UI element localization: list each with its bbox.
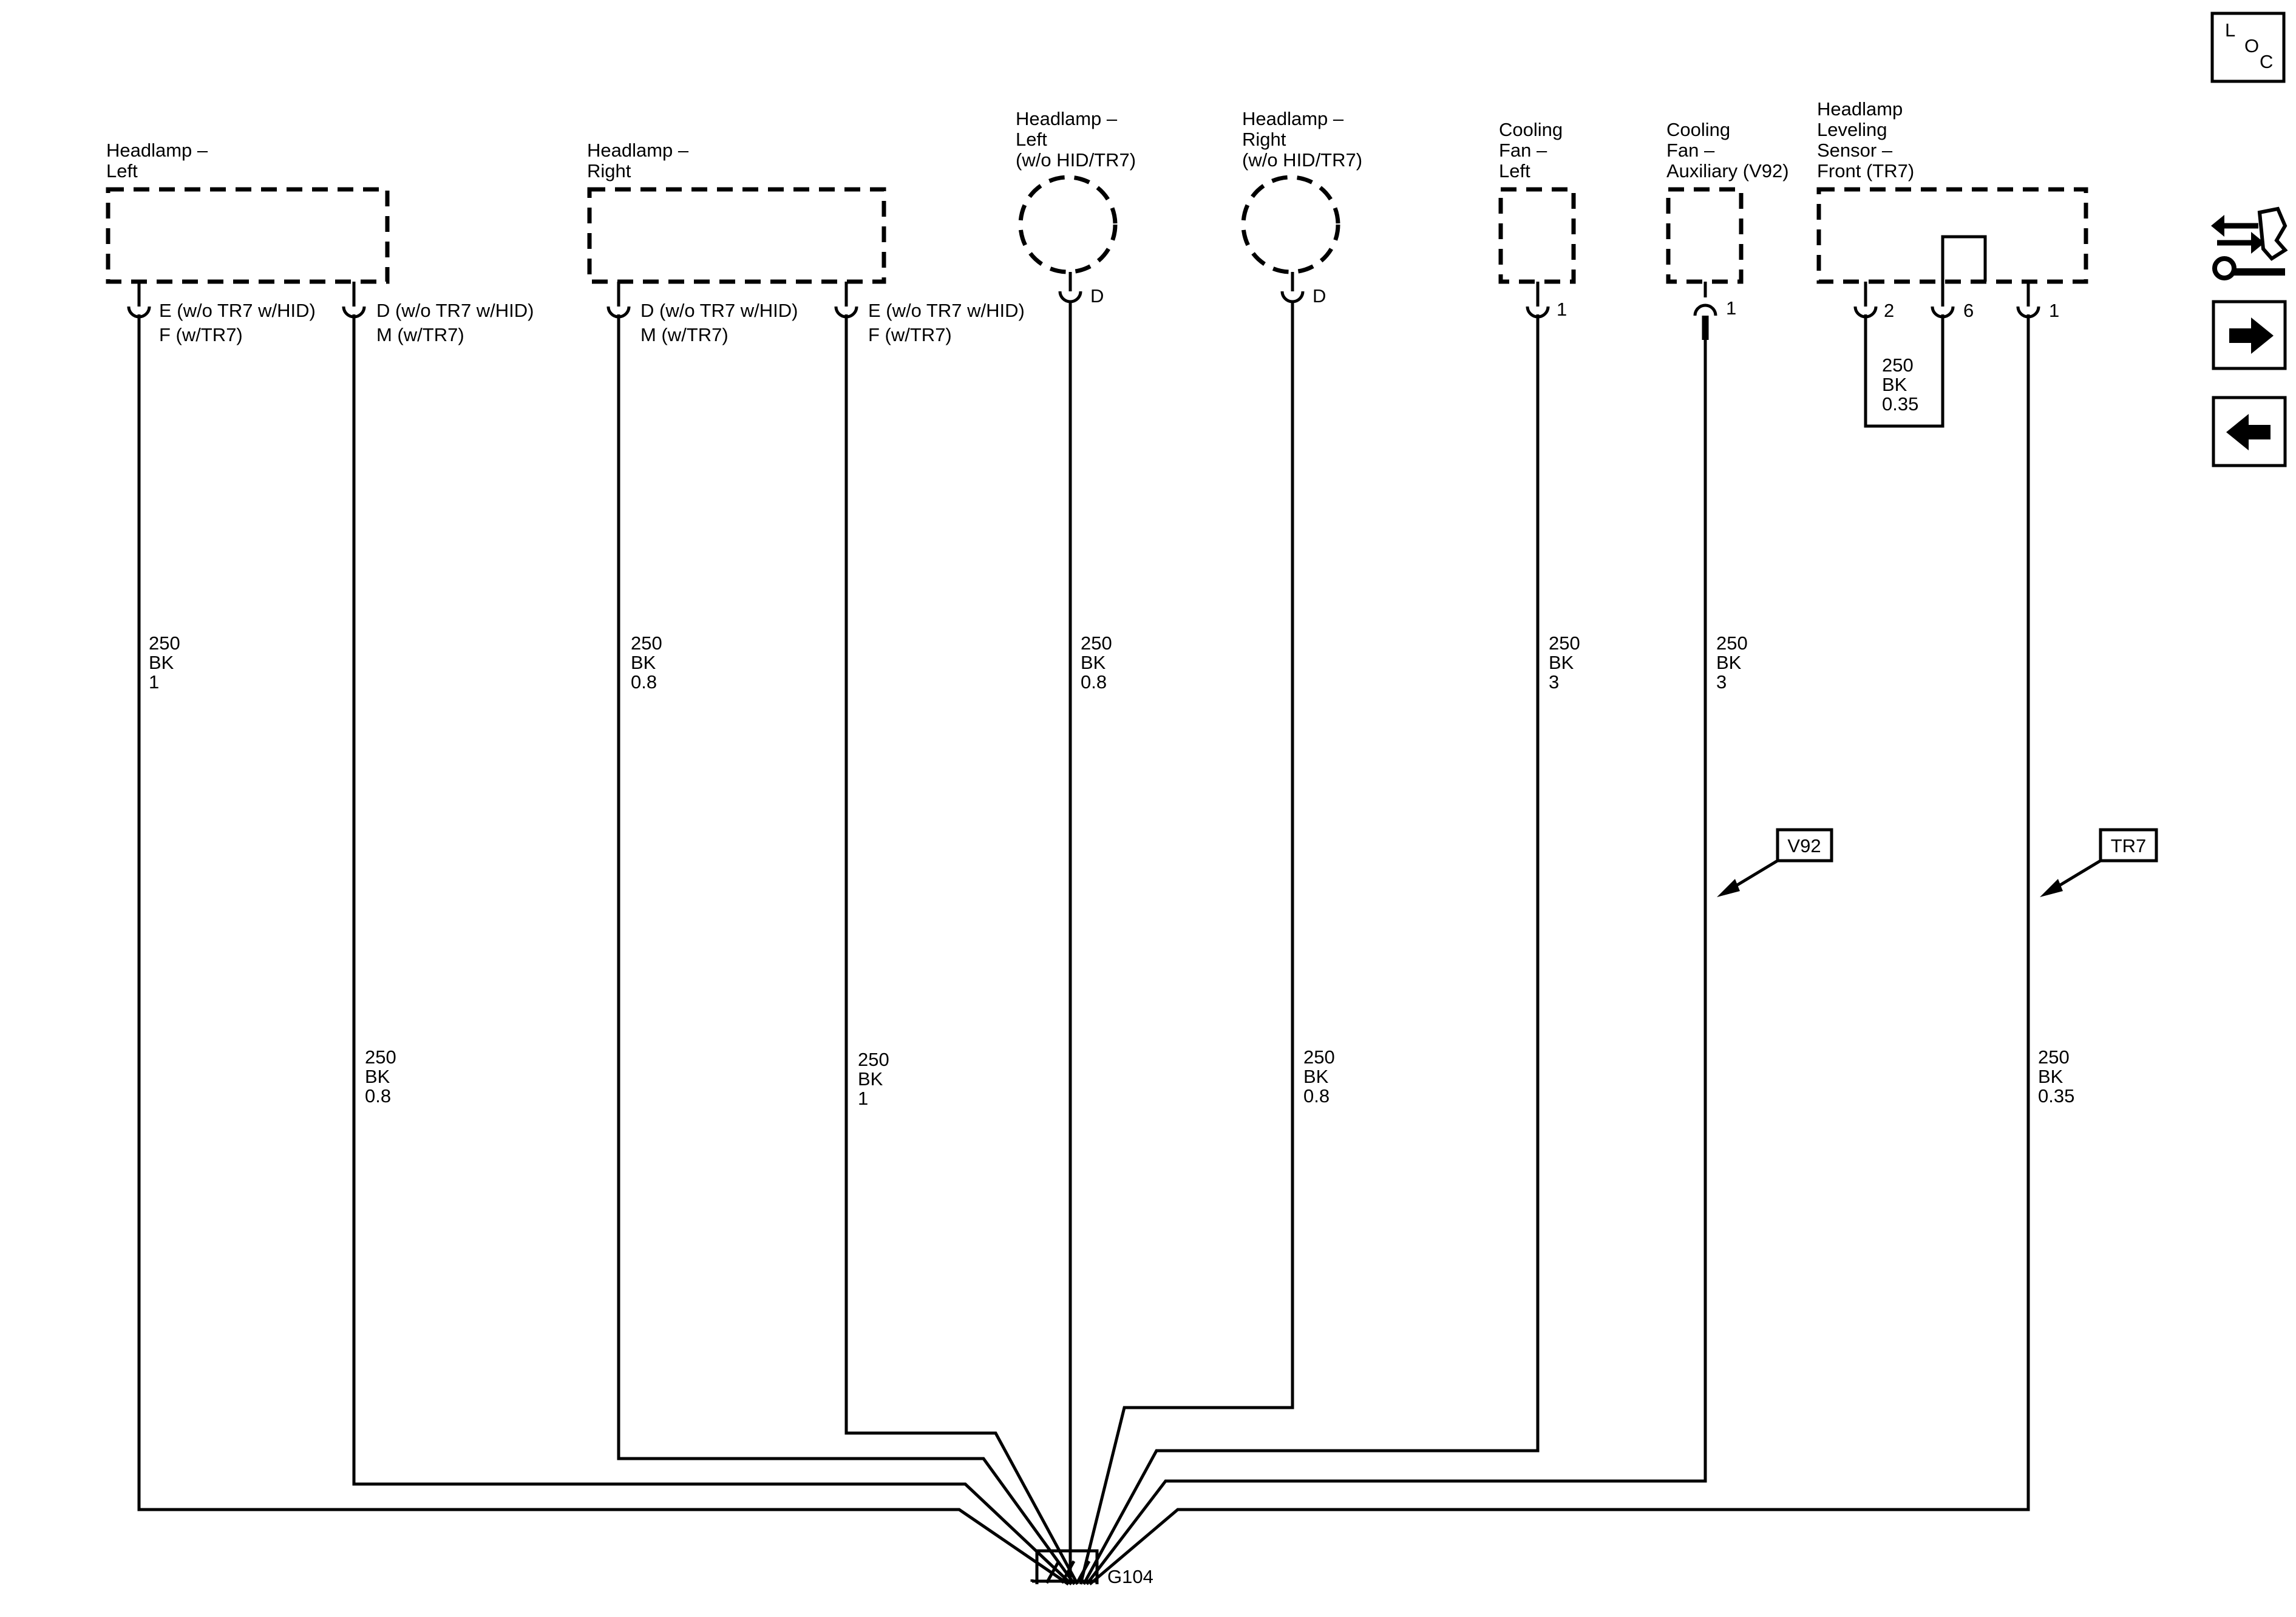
pin-label-headlamp-left-nohid: D	[1090, 285, 1104, 307]
pin-headlamp-left-d	[342, 282, 366, 319]
headlamp-right-nohid-label: Headlamp – Right (w/o HID/TR7)	[1242, 108, 1362, 171]
cooling-fan-left-box	[1498, 187, 1576, 284]
svg-text:L: L	[2225, 19, 2235, 41]
pin-headlamp-left-e	[127, 282, 151, 319]
next-button[interactable]	[2212, 300, 2287, 370]
wire-cooling-fan-left	[1082, 314, 1540, 1585]
cooling-fan-left-label: Cooling Fan – Left	[1499, 119, 1568, 181]
headlamp-right-label: Headlamp – Right	[587, 140, 694, 181]
headlamp-left-nohid-circle	[1018, 175, 1118, 274]
svg-text:O: O	[2244, 35, 2259, 56]
headlamp-left-label: Headlamp – Left	[106, 140, 213, 181]
pin-label-cooling-fan-left: 1	[1557, 299, 1567, 320]
pin-sensor-6	[1931, 282, 1955, 319]
pin-headlamp-left-nohid-d	[1058, 272, 1082, 303]
wire-label-4: 250 BK 1	[858, 1049, 894, 1109]
wire-label-2: 250 BK 0.8	[365, 1046, 401, 1107]
pin-label-sensor-2: 2	[1884, 300, 1894, 321]
pin-sensor-2	[1853, 282, 1878, 319]
pin-cooling-fan-aux-1	[1693, 282, 1717, 316]
pin-label-headlamp-left-e: E (w/o TR7 w/HID) F (w/TR7)	[159, 300, 321, 345]
pin-label-cooling-fan-aux: 1	[1726, 297, 1736, 319]
leveling-sensor-box	[1816, 187, 2088, 284]
headlamp-left-box	[106, 187, 390, 284]
pin-sensor-1	[2016, 282, 2040, 319]
wire-label-8: 250 BK 3	[1716, 632, 1753, 693]
wire-label-5: 250 BK 0.8	[1081, 632, 1117, 693]
wire-headlamp-right-nohid	[1079, 300, 1294, 1585]
ground-label: G104	[1107, 1566, 1153, 1587]
pin-headlamp-right-nohid-d	[1280, 272, 1305, 303]
wire-label-9: 250 BK 0.35	[1882, 354, 1918, 415]
wire-headlamp-right-d	[617, 314, 1076, 1585]
pin-headlamp-right-e	[834, 282, 858, 319]
loc-button[interactable]: L O C	[2210, 12, 2286, 83]
leveling-sensor-jumper	[1941, 235, 1987, 282]
headlamp-right-box	[587, 187, 886, 284]
wire-headlamp-left-e	[137, 314, 1070, 1586]
pin-label-headlamp-left-d: D (w/o TR7 w/HID) M (w/TR7)	[376, 300, 539, 345]
callout-v92: V92	[1717, 828, 1833, 897]
wire-cooling-fan-aux	[1085, 322, 1707, 1585]
pin-label-headlamp-right-d: D (w/o TR7 w/HID) M (w/TR7)	[640, 300, 803, 345]
svg-text:C: C	[2260, 51, 2273, 72]
connector-tools-icon[interactable]	[2211, 206, 2288, 280]
svg-text:TR7: TR7	[2111, 835, 2147, 856]
callout-tr7: TR7	[2040, 828, 2158, 897]
cooling-fan-aux-label: Cooling Fan – Auxiliary (V92)	[1666, 119, 1789, 181]
wire-label-3: 250 BK 0.8	[631, 632, 667, 693]
pin-cooling-fan-left-1	[1526, 282, 1550, 319]
pin-label-headlamp-right-e: E (w/o TR7 w/HID) F (w/TR7)	[868, 300, 1030, 345]
pin-label-sensor-1: 1	[2049, 300, 2059, 321]
svg-text:V92: V92	[1787, 835, 1821, 856]
sensor-jumper-wire	[1864, 314, 1944, 428]
pin-label-headlamp-right-nohid: D	[1313, 285, 1326, 307]
wire-label-6: 250 BK 0.8	[1303, 1046, 1340, 1107]
wire-headlamp-left-d	[352, 314, 1073, 1585]
pin-headlamp-right-d	[606, 282, 631, 319]
wire-headlamp-right-e	[844, 314, 1079, 1585]
wire-label-1: 250 BK 1	[149, 632, 185, 693]
cooling-fan-aux-box	[1666, 187, 1744, 284]
arrow-left-icon	[2245, 425, 2271, 439]
headlamp-right-nohid-circle	[1241, 175, 1340, 274]
wire-label-7: 250 BK 3	[1549, 632, 1585, 693]
ground-symbol	[1030, 1549, 1099, 1584]
arrow-right-icon	[2229, 328, 2255, 343]
pin-label-sensor-6: 6	[1963, 300, 1974, 321]
previous-button[interactable]	[2212, 396, 2287, 467]
wire-leveling-sensor	[1089, 314, 2030, 1585]
headlamp-left-nohid-label: Headlamp – Left (w/o HID/TR7)	[1016, 108, 1136, 171]
leveling-sensor-label: Headlamp Leveling Sensor – Front (TR7)	[1817, 98, 1914, 181]
wire-label-10: 250 BK 0.35	[2038, 1046, 2074, 1107]
